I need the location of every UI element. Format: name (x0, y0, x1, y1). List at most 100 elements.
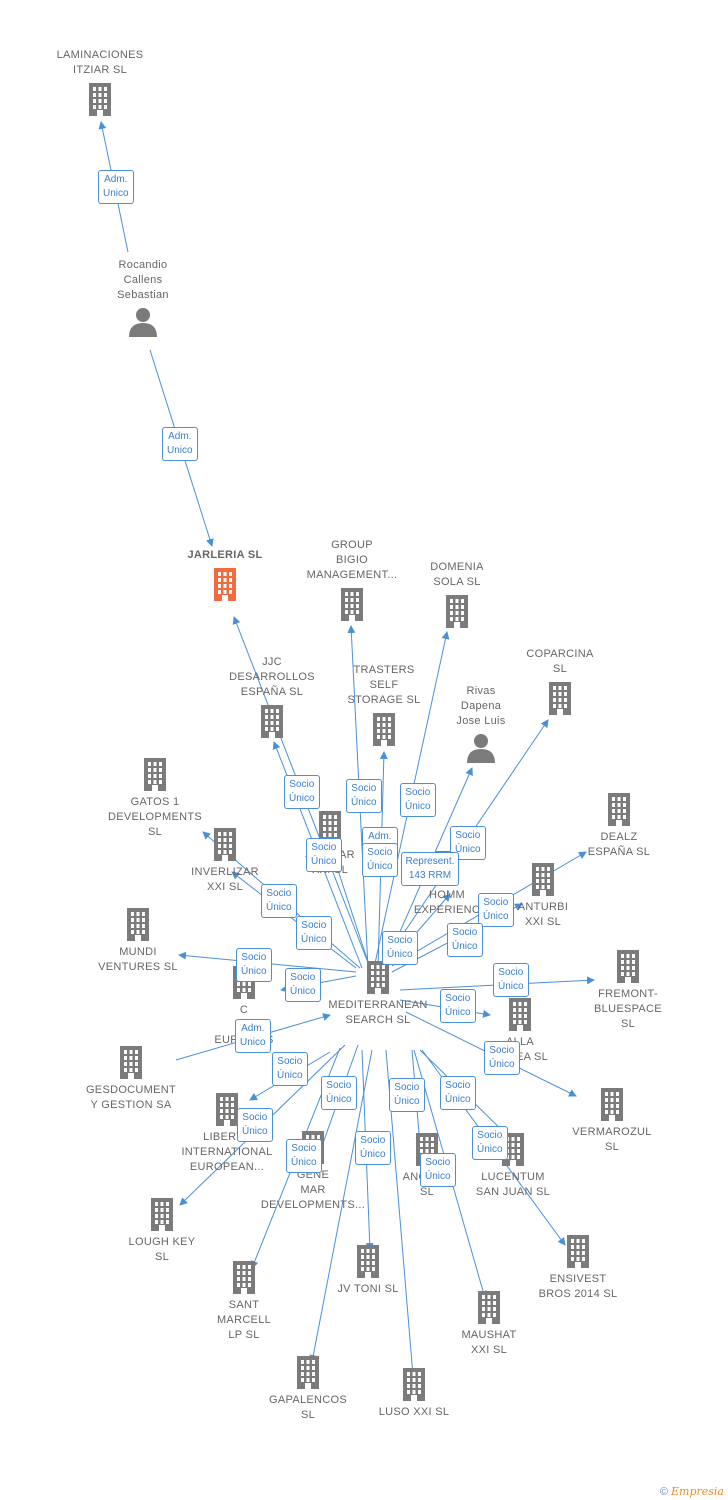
node-label: LOUGH KEY SL (128, 1236, 196, 1263)
node-label: GATOS 1 DEVELOPMENTS SL (107, 796, 203, 838)
node-label: JJC DESARROLLOS ESPAÑA SL (229, 656, 315, 698)
building-icon (90, 757, 220, 791)
building-icon (448, 1132, 578, 1166)
relation-label: Socio Único (362, 843, 398, 877)
building-icon (554, 792, 684, 826)
building-icon (66, 1045, 196, 1079)
node-vermarozul[interactable]: VERMAROZUL SL (547, 1087, 677, 1155)
building-icon (207, 704, 337, 738)
relation-label: Socio Único (321, 1076, 357, 1110)
building-icon (303, 1244, 433, 1278)
building-icon (495, 681, 625, 715)
building-icon (563, 949, 693, 983)
relation-label: Socio Único (286, 1139, 322, 1173)
node-label: GESDOCUMENT Y GESTION SA (85, 1084, 177, 1111)
footer-brand: © Empresia (660, 1485, 724, 1498)
node-label: LUSO XXI SL (378, 1406, 450, 1418)
relation-label: Socio Único (493, 963, 529, 997)
relation-label: Socio Único (478, 893, 514, 927)
node-jarleria[interactable]: JARLERIA SL (160, 548, 290, 601)
relation-label: Adm. Unico (162, 427, 198, 461)
relation-label: Socio Único (355, 1131, 391, 1165)
building-icon (243, 1355, 373, 1389)
node-rivas[interactable]: Rivas Dapena Jose Luis (416, 684, 546, 763)
node-label: ENSIVEST BROS 2014 SL (538, 1273, 618, 1300)
building-icon (424, 1290, 554, 1324)
relation-label: Socio Único (440, 1076, 476, 1110)
relation-label: Socio Único (346, 779, 382, 813)
node-label: HOMM EXPERIENC (413, 889, 481, 916)
person-icon (78, 307, 208, 337)
relation-label: Socio Único (447, 923, 483, 957)
node-label: Rivas Dapena Jose Luis (456, 685, 506, 727)
relation-label: Socio Único (450, 826, 486, 860)
node-label: GAPALENCOS SL (269, 1394, 347, 1421)
node-lucentum[interactable]: LUCENTUM SAN JUAN SL (448, 1132, 578, 1200)
node-trasters[interactable]: TRASTERS SELF STORAGE SL (319, 663, 449, 746)
node-label: INVERLIZAR XXI SL (191, 866, 259, 893)
node-label: GROUP BIGIO MANAGEMENT... (306, 539, 398, 581)
relation-label: Socio Único (284, 775, 320, 809)
node-gapalencos[interactable]: GAPALENCOS SL (243, 1355, 373, 1423)
node-label: GENE MAR DEVELOPMENTS... (260, 1169, 366, 1211)
building-icon (160, 827, 290, 861)
node-domenia[interactable]: DOMENIA SOLA SL (392, 560, 522, 628)
relation-label: Socio Único (472, 1126, 508, 1160)
node-ensivest[interactable]: ENSIVEST BROS 2014 SL (513, 1234, 643, 1302)
building-icon (513, 1234, 643, 1268)
relation-label: Socio Único (296, 916, 332, 950)
building-icon (478, 862, 608, 896)
node-label: COPARCINA SL (526, 648, 594, 675)
node-luso[interactable]: LUSO XXI SL (349, 1367, 479, 1420)
relation-label: Socio Único (272, 1052, 308, 1086)
node-label: LUCENTUM SAN JUAN SL (475, 1171, 551, 1198)
relation-label: Socio Único (420, 1153, 456, 1187)
node-jv-toni[interactable]: JV TONI SL (303, 1244, 433, 1297)
building-icon (97, 1197, 227, 1231)
node-label: FREMONT- BLUESPACE SL (594, 988, 662, 1030)
node-rocandio[interactable]: Rocandio Callens Sebastian (78, 258, 208, 337)
relation-label: Socio Único (382, 931, 418, 965)
building-icon (179, 1260, 309, 1294)
relation-label: Socio Único (237, 1108, 273, 1142)
node-dealz[interactable]: DEALZ ESPAÑA SL (554, 792, 684, 860)
relation-label: Socio Único (236, 948, 272, 982)
relation-label: Socio Único (440, 989, 476, 1023)
node-sant-marcell[interactable]: SANT MARCELL LP SL (179, 1260, 309, 1343)
node-mundi[interactable]: MUNDI VENTURES SL (73, 907, 203, 975)
node-mediterranean[interactable]: MEDITERRANEAN SEARCH SL (313, 960, 443, 1028)
node-maushat[interactable]: MAUSHAT XXI SL (424, 1290, 554, 1358)
copyright-symbol: © (659, 1486, 668, 1498)
building-icon (287, 587, 417, 621)
node-label: JARLERIA SL (187, 549, 263, 561)
node-gatos[interactable]: GATOS 1 DEVELOPMENTS SL (90, 757, 220, 840)
node-coparcina[interactable]: COPARCINA SL (495, 647, 625, 715)
relation-label: Adm. Unico (235, 1019, 271, 1053)
node-label: MUNDI VENTURES SL (98, 946, 178, 973)
building-icon (313, 960, 443, 994)
building-icon (349, 1367, 479, 1401)
node-label: LAMINACIONES ITZIAR SL (56, 49, 144, 76)
node-jjc[interactable]: JJC DESARROLLOS ESPAÑA SL (207, 655, 337, 738)
building-icon (73, 907, 203, 941)
relation-label: Adm. Unico (98, 170, 134, 204)
node-group-bigio[interactable]: GROUP BIGIO MANAGEMENT... (287, 538, 417, 621)
node-label: DEALZ ESPAÑA SL (587, 831, 651, 858)
building-icon (35, 82, 165, 116)
building-icon (455, 997, 585, 1031)
node-laminaciones[interactable]: LAMINACIONES ITZIAR SL (35, 48, 165, 116)
node-anturbi[interactable]: ANTURBI XXI SL (478, 862, 608, 930)
node-inverlizar[interactable]: INVERLIZAR XXI SL (160, 827, 290, 895)
person-icon (416, 733, 546, 763)
node-lough[interactable]: LOUGH KEY SL (97, 1197, 227, 1265)
node-fremont[interactable]: FREMONT- BLUESPACE SL (563, 949, 693, 1032)
relation-label: Represent. 143 RRM (400, 852, 460, 886)
relation-label: Socio Único (400, 783, 436, 817)
node-label: ANTURBI XXI SL (517, 901, 569, 928)
relation-label: Socio Único (261, 884, 297, 918)
building-icon (162, 1092, 292, 1126)
node-gesdocument[interactable]: GESDOCUMENT Y GESTION SA (66, 1045, 196, 1113)
relation-label: Socio Único (484, 1041, 520, 1075)
